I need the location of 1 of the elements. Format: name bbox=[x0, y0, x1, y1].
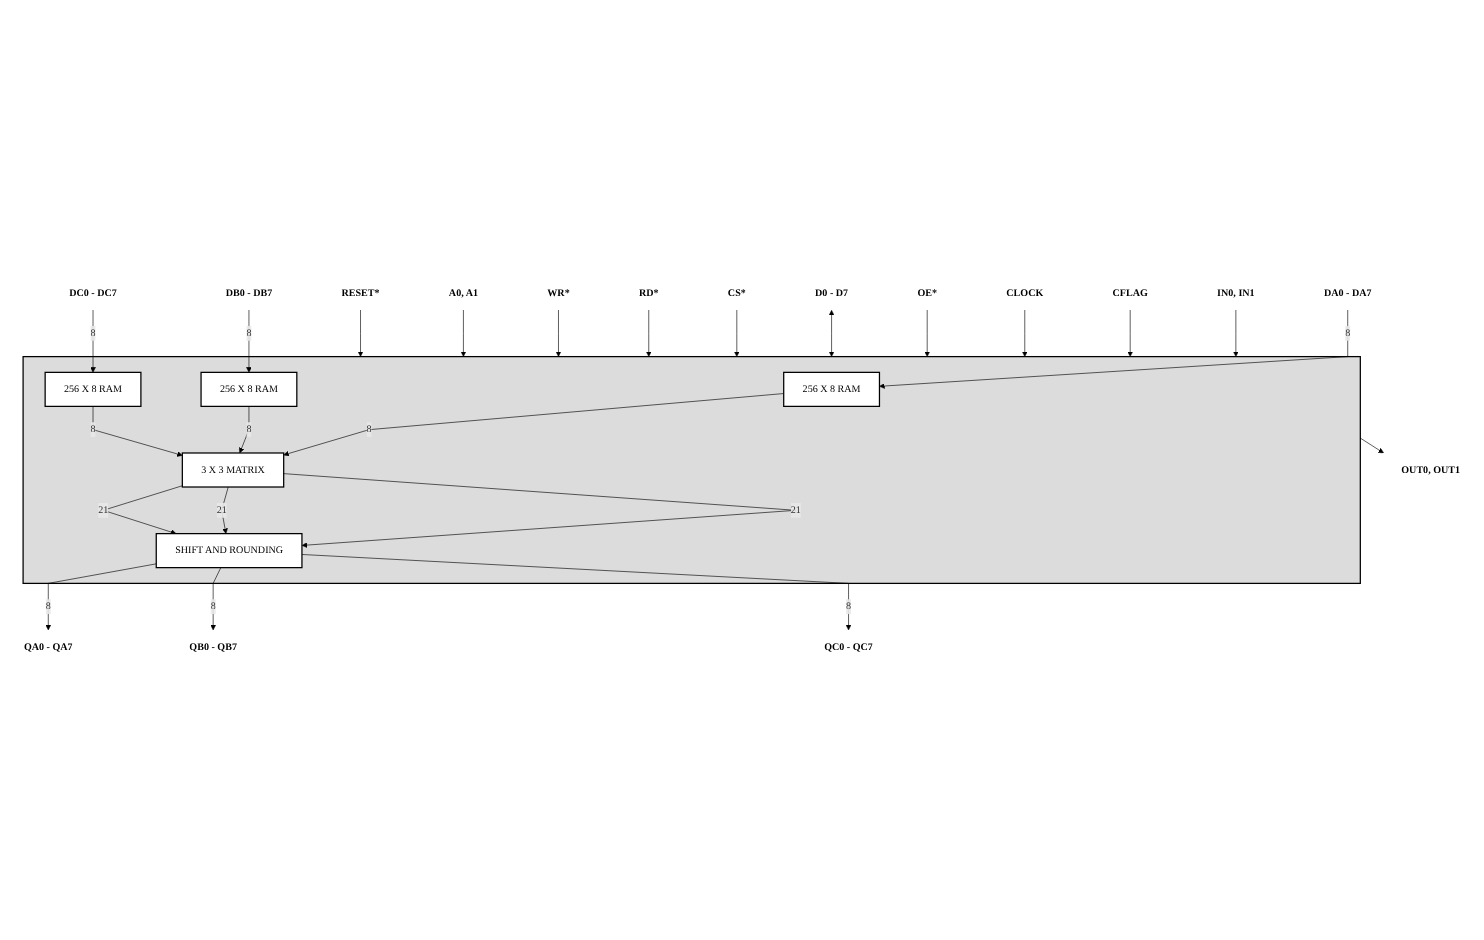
cluster bbox=[22, 356, 1361, 584]
